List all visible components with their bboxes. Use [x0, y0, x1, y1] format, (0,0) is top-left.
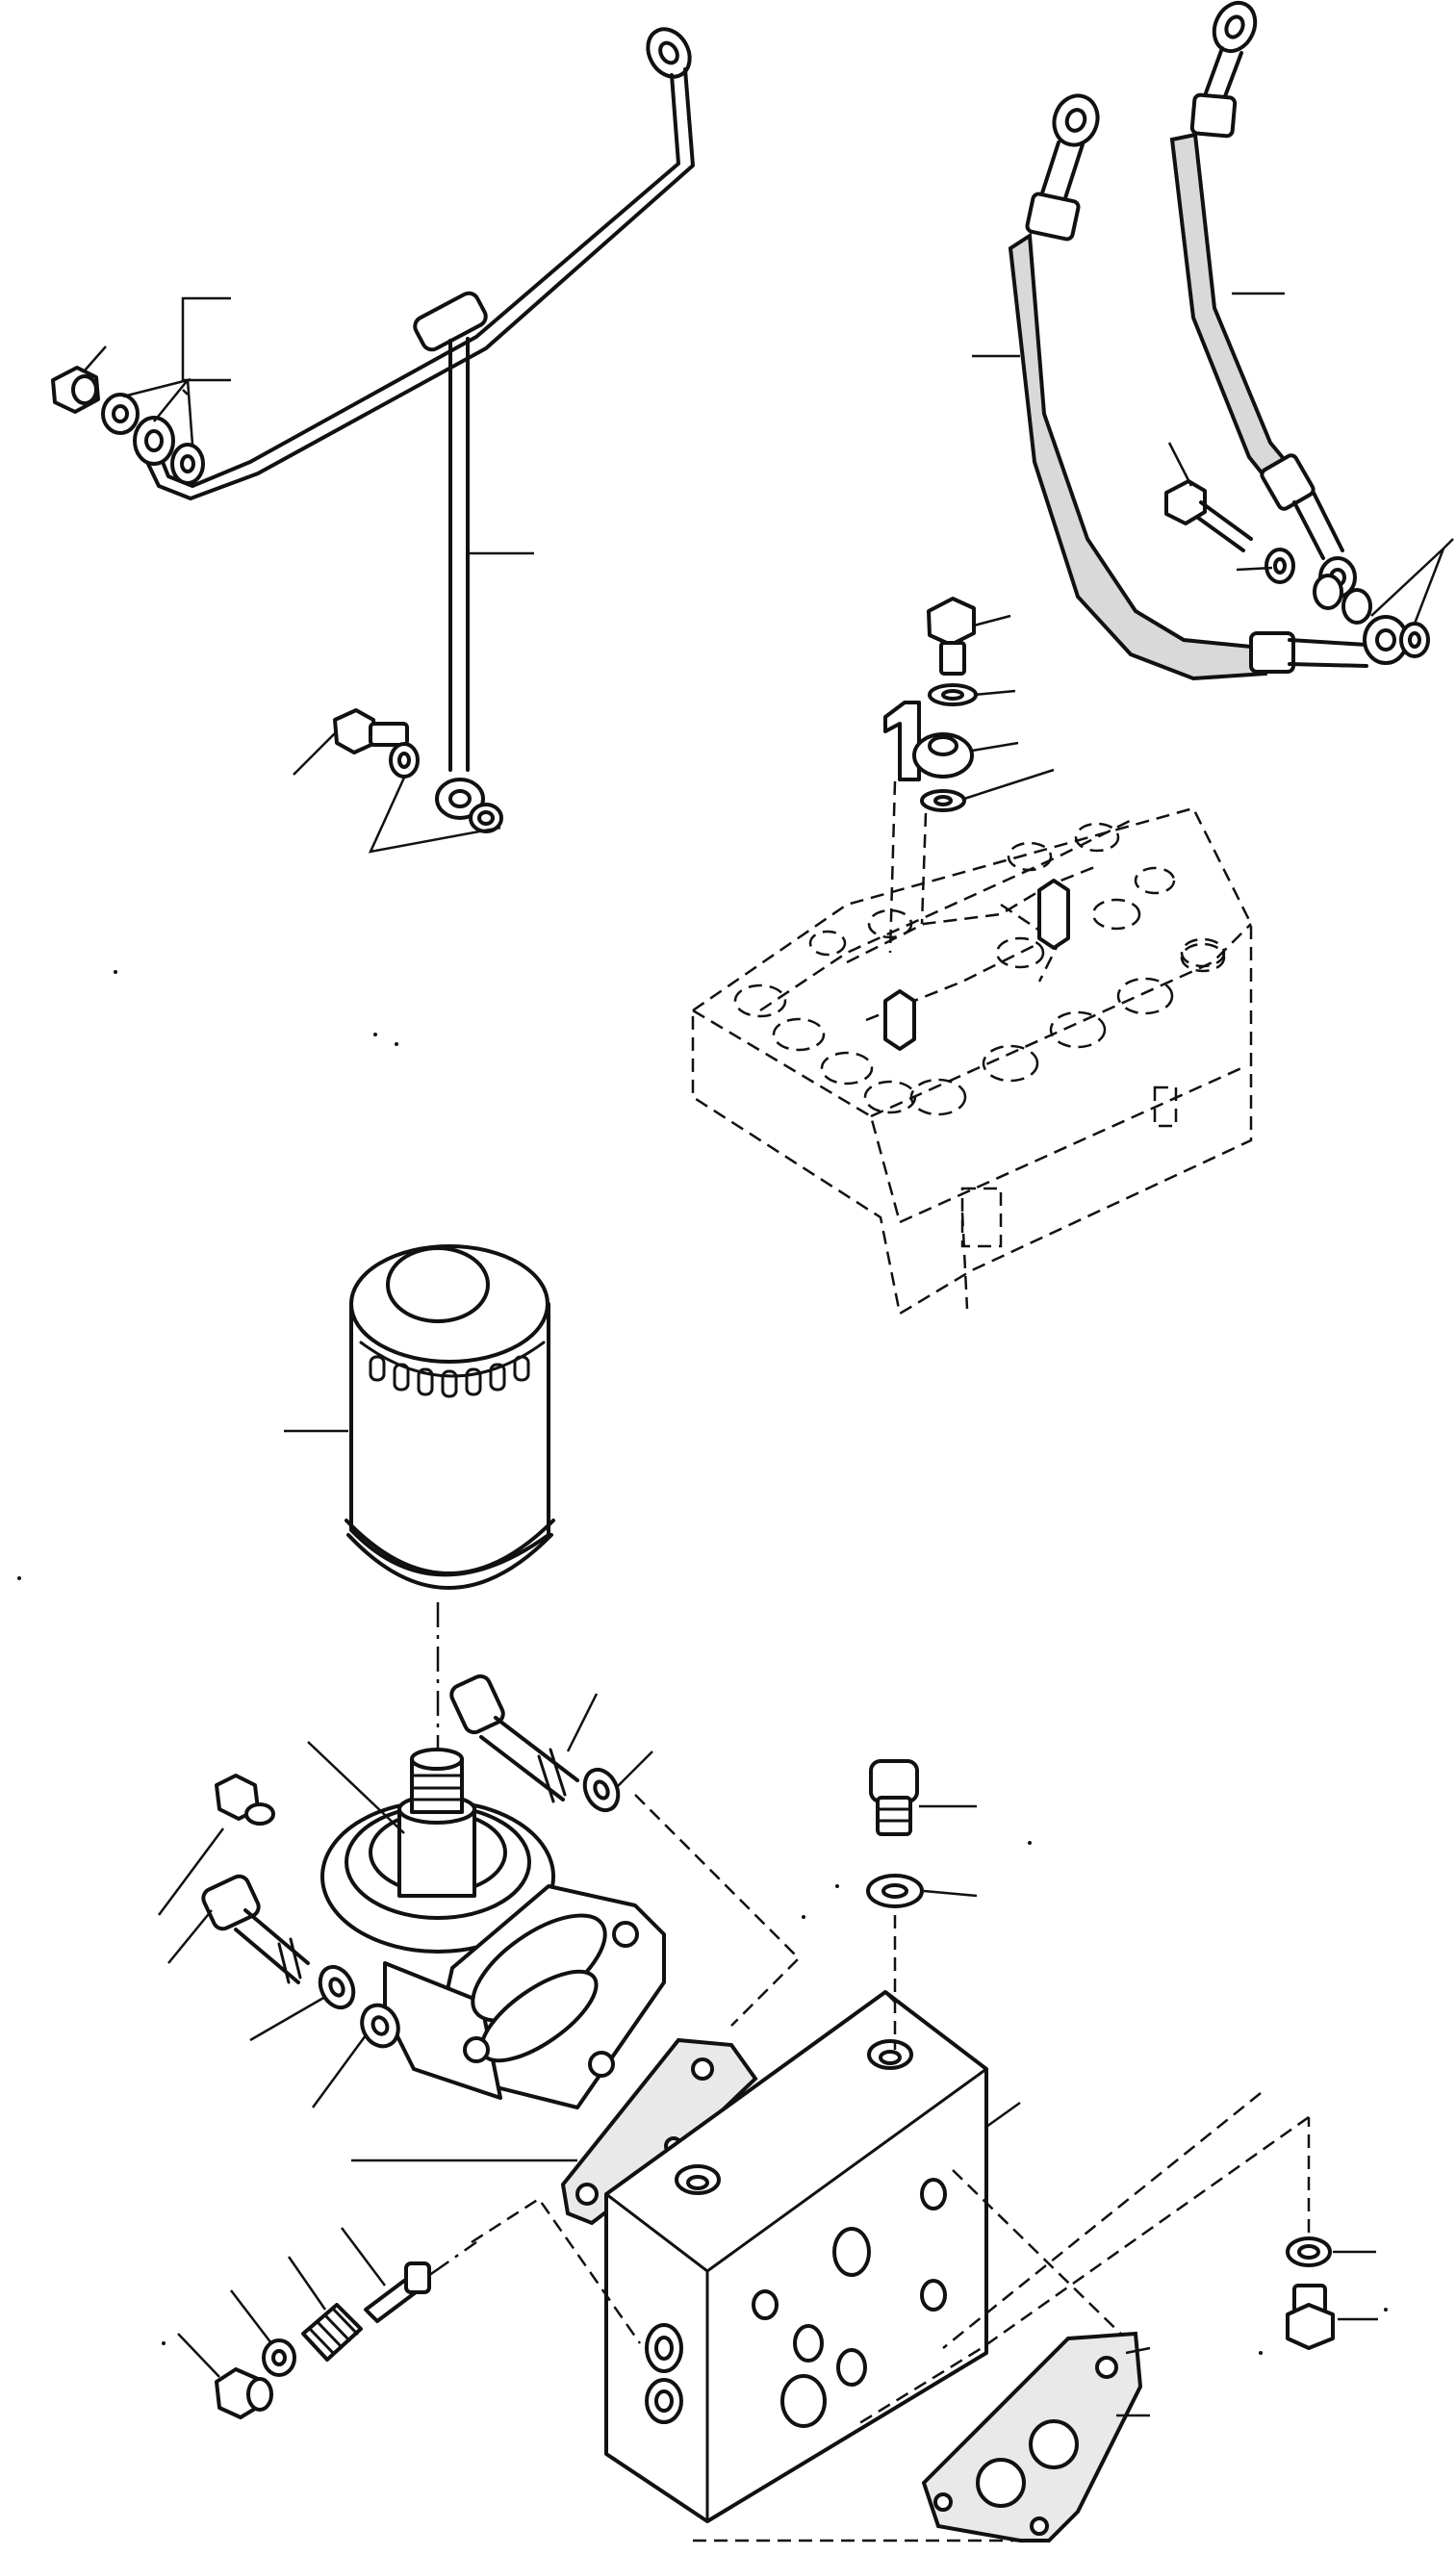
- valve-block-gasket: [351, 1794, 801, 2226]
- filter-head-side-bolts: [157, 1774, 400, 2108]
- valve-block: [604, 1990, 1021, 2523]
- filter-head-bolt: [449, 1674, 653, 1813]
- leader-lines-top-left: [84, 296, 534, 854]
- block-top-plug: [866, 1759, 978, 2050]
- leader-lines-top-right: [972, 292, 1454, 625]
- connector-bolt-stack: [883, 597, 1055, 954]
- block-rear-plug-and-gasket: [693, 2092, 1378, 2542]
- hose-small-fittings: [1164, 479, 1430, 658]
- oil-filter-cartridge: [284, 1244, 555, 1590]
- pipe-left-fittings: [51, 366, 205, 485]
- oil-supply-pipe: [144, 27, 695, 833]
- oil-hoses: [1008, 0, 1409, 681]
- pipe-lower-banjo-bolt: [333, 708, 420, 779]
- scan-specks: [17, 970, 1388, 2355]
- relief-valve-parts: [177, 2197, 642, 2419]
- cylinder-head-phantom: [691, 806, 1253, 1316]
- filter-head-bracket: [307, 1741, 666, 2109]
